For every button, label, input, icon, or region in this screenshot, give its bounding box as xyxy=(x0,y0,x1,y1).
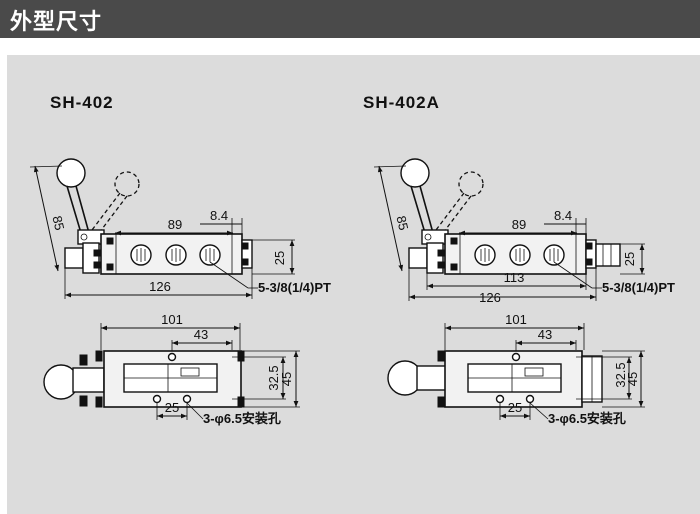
port-3 xyxy=(199,244,221,266)
lever-arm xyxy=(419,185,434,234)
lever-arm xyxy=(75,185,90,234)
dim-lever: 85 xyxy=(49,214,67,231)
dim-overall: 126 xyxy=(149,279,171,294)
top-view: 85 89 8.4 25 5-3/8(1/4)PT 126 xyxy=(29,158,331,299)
dim-89: 89 xyxy=(512,217,526,232)
model-sh402a: SH-402A xyxy=(363,93,675,426)
dim-101: 101 xyxy=(161,312,183,327)
mount-hole-2 xyxy=(152,394,162,404)
port-2 xyxy=(509,244,531,266)
end-cap xyxy=(64,247,84,269)
dim-101: 101 xyxy=(505,312,527,327)
port-3 xyxy=(543,244,565,266)
mount-hole-1 xyxy=(167,352,177,362)
dim-height: 25 xyxy=(272,251,287,265)
port-callout: 5-3/8(1/4)PT xyxy=(602,280,675,295)
port-2 xyxy=(165,244,187,266)
dim-45: 45 xyxy=(279,372,294,386)
top-view: 85 89 8.4 25 113 5-3/8(1/4)PT xyxy=(373,158,675,305)
lever-knob xyxy=(56,158,86,188)
pivot-bracket xyxy=(421,229,449,245)
dim-25-bottom: 25 xyxy=(165,400,179,415)
dim-43: 43 xyxy=(194,327,208,342)
dim-113: 113 xyxy=(504,270,525,285)
dim-32-5: 32.5 xyxy=(613,362,628,387)
port-1 xyxy=(130,244,152,266)
dim-offset: 8.4 xyxy=(210,208,228,223)
mount-callout: 3-φ6.5安装孔 xyxy=(548,411,626,426)
mount-callout: 3-φ6.5安装孔 xyxy=(203,411,281,426)
model-label: SH-402 xyxy=(50,93,114,112)
dim-25-bottom: 25 xyxy=(508,400,522,415)
mount-hole-2 xyxy=(495,394,505,404)
spring-cap xyxy=(595,243,621,267)
model-sh402: SH-402 xyxy=(29,93,331,426)
port-1 xyxy=(474,244,496,266)
front-view: 101 43 32.5 45 xyxy=(387,312,645,426)
dim-overall: 126 xyxy=(479,290,501,305)
dim-45: 45 xyxy=(625,372,640,386)
page-title: 外型尺寸 xyxy=(10,10,103,35)
dim-lever: 85 xyxy=(393,214,411,231)
dim-line-lever xyxy=(33,165,60,272)
model-label: SH-402A xyxy=(363,93,440,112)
dim-32-5: 32.5 xyxy=(266,365,281,390)
end-cap xyxy=(408,247,428,269)
dim-89: 89 xyxy=(168,217,182,232)
front-view: 101 43 xyxy=(43,312,300,426)
mount-hole-1 xyxy=(511,352,521,362)
lever-knob xyxy=(400,158,430,188)
dim-offset: 8.4 xyxy=(554,208,572,223)
lever-alt-position xyxy=(114,171,140,197)
port-callout: 5-3/8(1/4)PT xyxy=(258,280,331,295)
mount-hole-3 xyxy=(182,394,192,404)
dim-height: 25 xyxy=(622,252,637,266)
header-bar: 外型尺寸 xyxy=(0,0,700,38)
dim-line-lever xyxy=(377,165,404,272)
mount-hole-3 xyxy=(525,394,535,404)
dim-43: 43 xyxy=(538,327,552,342)
lever-alt-position xyxy=(458,171,484,197)
pivot-bracket xyxy=(77,229,105,245)
